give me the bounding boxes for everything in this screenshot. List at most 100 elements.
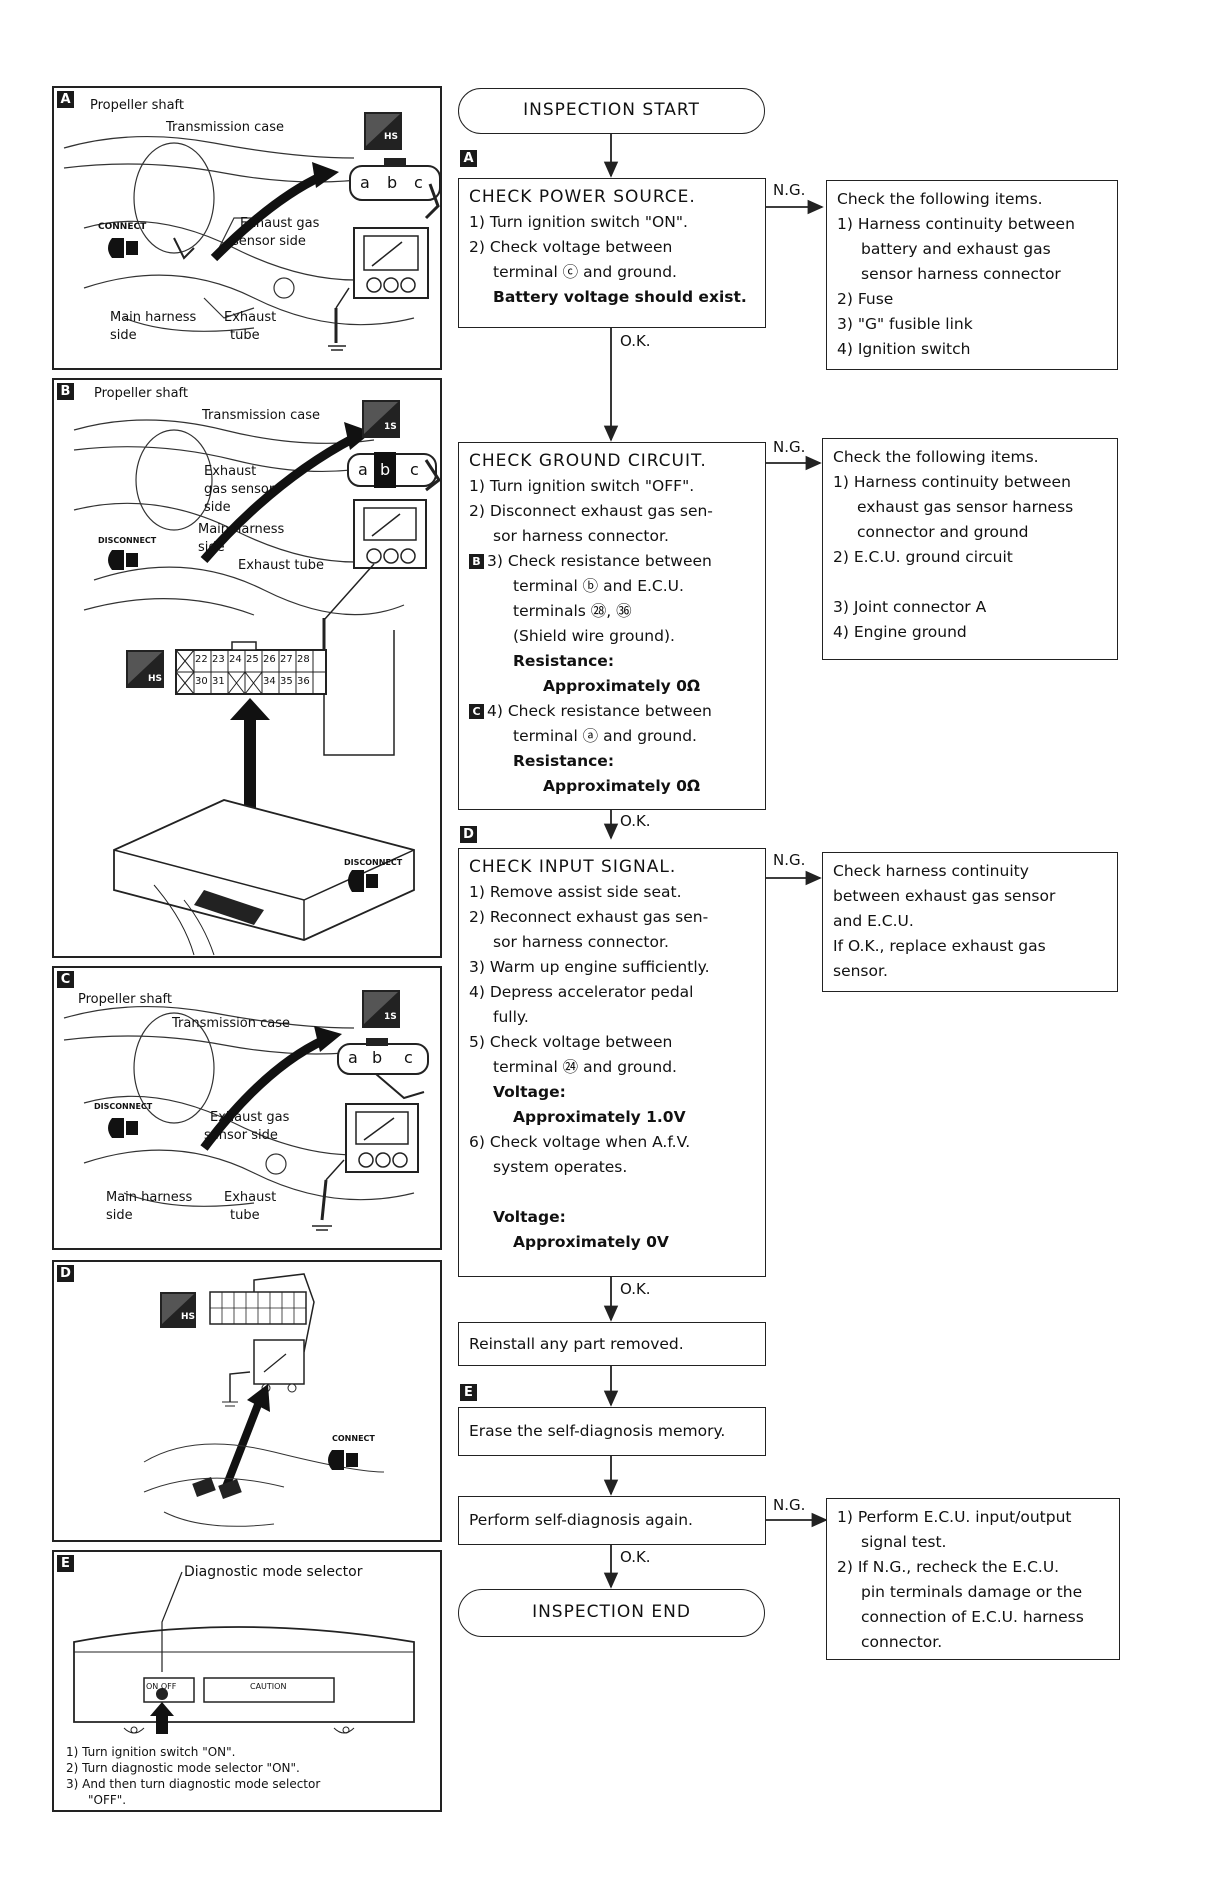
check-power-source-title: CHECK POWER SOURCE. [469, 187, 696, 207]
terminal-a: a [348, 1048, 358, 1067]
items-b-line: 1) Harness continuity between [833, 473, 1071, 491]
step-a-line: Battery voltage should exist. [493, 288, 747, 306]
step-a-tag: A [460, 150, 477, 167]
panel-b-illustration [73, 400, 442, 956]
disconnect-label: DISCONNECT [98, 536, 157, 545]
caution-label: CAUTION [250, 1682, 287, 1691]
items-e-line: pin terminals damage or the [861, 1583, 1083, 1601]
terminal-c: c [404, 1048, 413, 1067]
step-d-line: system operates. [493, 1158, 628, 1176]
disconnect-label: DISCONNECT [94, 1102, 153, 1111]
erase-box: Erase the self-diagnosis memory. [458, 1407, 766, 1456]
connect-label: CONNECT [332, 1434, 375, 1443]
panel-c-tag: C [57, 971, 74, 988]
step-a-line: 2) Check voltage between [469, 238, 673, 256]
switch-label: HS [384, 132, 399, 142]
ecu-disconnect-label: DISCONNECT [344, 858, 403, 867]
transmission-label: Transmission case [202, 408, 320, 423]
items-e-line: signal test. [861, 1533, 947, 1551]
step-b-line: terminal ⓑ and E.C.U. [513, 577, 684, 595]
main-side-label: side [106, 1208, 133, 1223]
items-a-line: 2) Fuse [837, 290, 894, 308]
side-label: side [204, 500, 231, 515]
items-d-box: Check harness continuity between exhaust… [822, 852, 1118, 992]
step-d-line: 6) Check voltage when A.f.V. [469, 1133, 691, 1151]
step-b-line: Resistance: [513, 652, 615, 670]
panel-e-illustration [73, 1571, 415, 1734]
step-c-line: 4) Check resistance between [487, 702, 712, 720]
step-b-line: sor harness connector. [493, 527, 669, 545]
step-a-line: 1) Turn ignition switch "ON". [469, 213, 688, 231]
items-d-line: Check harness continuity [833, 862, 1029, 880]
pin-31: 31 [212, 676, 225, 687]
erase-text: Erase the self-diagnosis memory. [469, 1422, 726, 1440]
panel-e-step: 1) Turn ignition switch "ON". [66, 1745, 236, 1759]
exhaust-sensor-label: Exhaust gas [210, 1110, 290, 1125]
step-c-line: Approximately 0Ω [543, 777, 701, 795]
pin-36: 36 [297, 676, 310, 687]
exhaust-tube-label: Exhaust [224, 310, 277, 325]
exhaust-tube-label: Exhaust tube [238, 558, 324, 573]
panel-c: C Propeller shaft Transmission case [52, 966, 442, 1250]
items-b-line: 2) E.C.U. ground circuit [833, 548, 1013, 566]
step-d-line: sor harness connector. [493, 933, 669, 951]
connect-label: CONNECT [98, 222, 147, 232]
main-harness-label: Main harness [110, 310, 197, 325]
pin-35: 35 [280, 676, 293, 687]
switch-label: 1S [384, 422, 397, 432]
panel-b-tag: B [57, 383, 74, 400]
step-d-line: 2) Reconnect exhaust gas sen- [469, 908, 709, 926]
panel-b: B [52, 378, 442, 958]
ng-label: N.G. [773, 438, 806, 456]
step-d-line: Approximately 0V [513, 1233, 669, 1251]
check-ground-circuit-title: CHECK GROUND CIRCUIT. [469, 451, 707, 471]
terminal-b: b [380, 460, 391, 479]
exhaust-tube-label: Exhaust [224, 1190, 277, 1205]
step-c-line: Resistance: [513, 752, 615, 770]
diagnostic-selector-label: Diagnostic mode selector [184, 1564, 363, 1580]
check-ground-circuit-box: CHECK GROUND CIRCUIT. 1) Turn ignition s… [458, 442, 766, 810]
switch-label: HS [148, 674, 163, 684]
propeller-label: Propeller shaft [94, 386, 188, 401]
items-e-line: connector. [861, 1633, 943, 1651]
panel-a: A [52, 86, 442, 370]
ok-label: O.K. [620, 332, 651, 350]
switch-label: HS [181, 1312, 196, 1322]
exhaust-sensor-label: sensor side [204, 1128, 278, 1143]
items-e-line: connection of E.C.U. harness [861, 1608, 1084, 1626]
ng-label: N.G. [773, 851, 806, 869]
gas-sensor-label: gas sensor [204, 482, 275, 497]
transmission-label: Transmission case [166, 120, 284, 135]
items-a-line: sensor harness connector [861, 265, 1061, 283]
items-d-line: between exhaust gas sensor [833, 887, 1056, 905]
step-e-tag: E [460, 1384, 477, 1401]
items-d-line: and E.C.U. [833, 912, 914, 930]
pin-23: 23 [212, 654, 225, 665]
switch-text: ON OFF [146, 1682, 177, 1691]
main-side-label: side [198, 540, 225, 555]
check-input-signal-box: CHECK INPUT SIGNAL. 1) Remove assist sid… [458, 848, 766, 1277]
c-inline-tag: C [469, 704, 484, 719]
panel-e-step: 3) And then turn diagnostic mode selecto… [66, 1777, 321, 1791]
propeller-label: Propeller shaft [90, 98, 184, 113]
items-b-line: exhaust gas sensor harness [857, 498, 1074, 516]
terminal-c: c [410, 460, 419, 479]
pin-22: 22 [195, 654, 208, 665]
terminal-c: c [414, 173, 423, 192]
check-input-signal-title: CHECK INPUT SIGNAL. [469, 857, 677, 877]
pin-25: 25 [246, 654, 259, 665]
panel-d-illustration [143, 1273, 385, 1527]
main-side-label: side [110, 328, 137, 343]
step-d-line: Voltage: [493, 1083, 566, 1101]
step-d-line: fully. [493, 1008, 529, 1026]
items-a-title: Check the following items. [837, 190, 1043, 208]
panel-a-tag: A [57, 91, 74, 108]
step-d-line: 1) Remove assist side seat. [469, 883, 682, 901]
transmission-label: Transmission case [172, 1016, 290, 1031]
panel-e-step: 2) Turn diagnostic mode selector "ON". [66, 1761, 300, 1775]
step-d-line: Voltage: [493, 1208, 566, 1226]
step-b-line: terminals ㉘, ㊱ [513, 602, 632, 620]
